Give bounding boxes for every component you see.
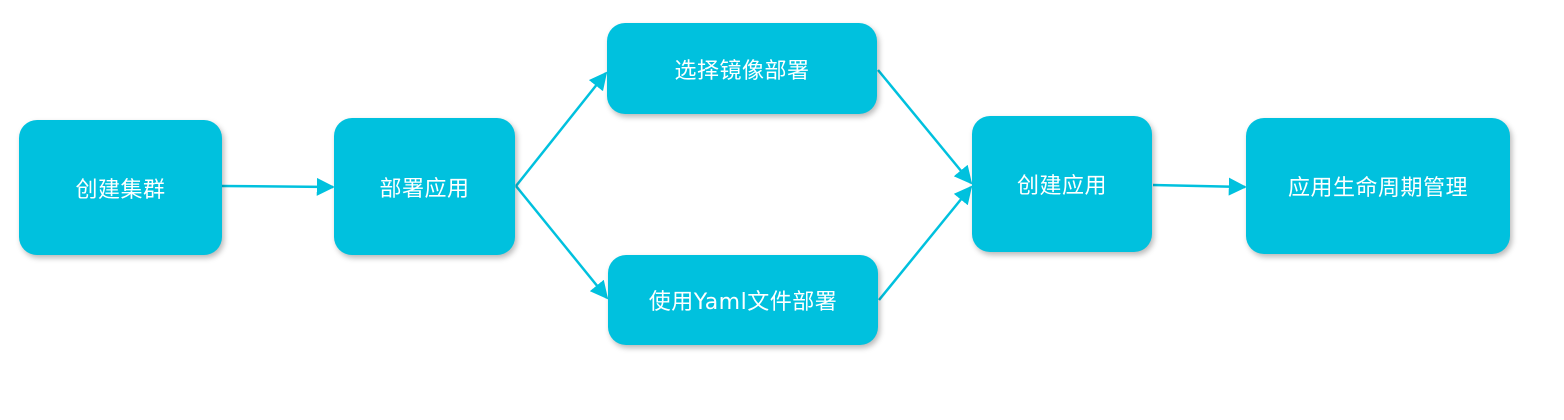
node-select-image-deploy-label: 选择镜像部署 bbox=[674, 58, 810, 84]
node-create-app: 创建应用 bbox=[972, 116, 1152, 252]
arrow-create-app-to-lifecycle bbox=[1152, 177, 1247, 196]
arrow-deploy-to-select-image bbox=[515, 71, 608, 187]
arrow-select-image-to-create-app bbox=[877, 69, 973, 185]
node-yaml-file-deploy-label: 使用Yaml文件部署 bbox=[648, 290, 838, 315]
node-create-cluster-label: 创建集群 bbox=[75, 177, 166, 203]
arrow-yaml-to-create-app bbox=[878, 185, 973, 301]
node-yaml-file-deploy: 使用Yaml文件部署 bbox=[608, 255, 878, 345]
node-app-lifecycle-management: 应用生命周期管理 bbox=[1246, 118, 1510, 254]
node-create-cluster: 创建集群 bbox=[19, 120, 222, 255]
node-select-image-deploy: 选择镜像部署 bbox=[607, 23, 877, 114]
arrow-cluster-to-deploy bbox=[221, 177, 335, 196]
node-deploy-app: 部署应用 bbox=[334, 118, 515, 255]
node-deploy-app-label: 部署应用 bbox=[379, 176, 470, 202]
node-create-app-label: 创建应用 bbox=[1016, 174, 1107, 199]
node-app-lifecycle-management-label: 应用生命周期管理 bbox=[1287, 176, 1468, 201]
arrow-deploy-to-yaml bbox=[515, 185, 609, 300]
